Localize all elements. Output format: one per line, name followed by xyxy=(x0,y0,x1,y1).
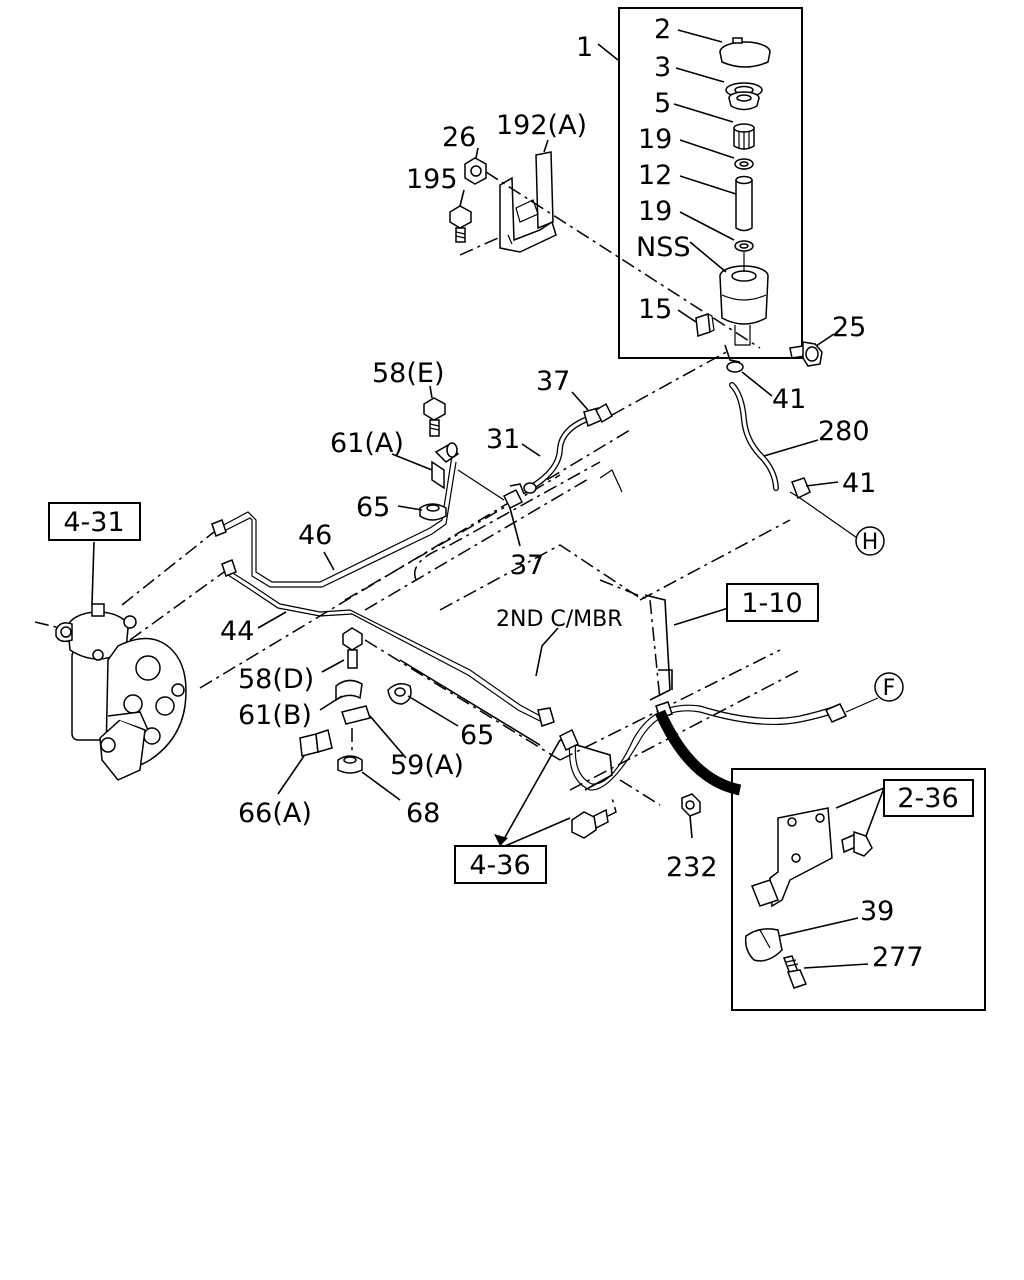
hose-centerline xyxy=(611,349,731,416)
ref-box-2-36-label: 2-36 xyxy=(897,783,958,814)
reservoir-mount-bolt xyxy=(789,341,823,367)
ref-box-4-36-label: 4-36 xyxy=(469,850,530,881)
reservoir-assembly-frame xyxy=(618,7,803,359)
callout-277: 277 xyxy=(872,942,924,973)
callout-66a: 66(A) xyxy=(238,798,312,829)
flange-nut xyxy=(464,157,487,185)
hose-clamp-lower xyxy=(502,483,525,510)
callout-58e: 58(E) xyxy=(372,358,444,389)
callout-65-upper: 65 xyxy=(356,492,390,523)
callout-41-upper: 41 xyxy=(772,384,806,415)
callout-195: 195 xyxy=(406,164,458,195)
callout-15: 15 xyxy=(638,294,672,325)
callout-labels: 1 2 3 5 19 12 19 NSS 15 25 26 192(A) 195… xyxy=(220,14,924,973)
callout-44: 44 xyxy=(220,616,254,647)
callout-2: 2 xyxy=(654,14,671,45)
ref-box-1-10: 1-10 xyxy=(726,583,819,622)
cap-seal xyxy=(728,91,760,111)
connector-f-label: F xyxy=(883,676,896,701)
upper-pipe-clamp xyxy=(419,397,505,521)
filter-ring-top xyxy=(734,158,754,170)
callout-3: 3 xyxy=(654,52,671,83)
callout-61b: 61(B) xyxy=(238,700,312,731)
callout-232: 232 xyxy=(666,852,718,883)
inset-detail-group xyxy=(731,768,986,1011)
reservoir-body xyxy=(719,252,769,346)
reservoir-cap xyxy=(719,37,771,68)
callout-26: 26 xyxy=(442,122,476,153)
supply-hose xyxy=(726,361,861,541)
connector-f: F xyxy=(874,672,904,702)
chassis-frame-lines xyxy=(199,429,801,806)
callout-39: 39 xyxy=(860,896,894,927)
return-pipe xyxy=(129,559,555,727)
filter-ring-bottom xyxy=(734,240,754,252)
callout-192a: 192(A) xyxy=(496,110,587,141)
return-hose xyxy=(523,402,613,494)
ref-box-4-31: 4-31 xyxy=(48,502,141,541)
lower-pipe-clamp xyxy=(299,627,412,774)
callout-280: 280 xyxy=(818,416,870,447)
callout-1: 1 xyxy=(576,32,593,63)
callout-58d: 58(D) xyxy=(238,664,314,695)
cross-member-nut xyxy=(681,793,701,817)
ref-box-2-36: 2-36 xyxy=(883,779,974,817)
ref-box-1-10-label: 1-10 xyxy=(741,588,802,619)
bolt-centerline xyxy=(485,171,761,349)
cross-member-label: 2ND C/MBR xyxy=(496,607,623,632)
callout-19-upper: 19 xyxy=(638,124,672,155)
steering-gear-box xyxy=(34,603,187,781)
callout-61a: 61(A) xyxy=(330,428,404,459)
filter-element xyxy=(735,175,753,232)
callout-12: 12 xyxy=(638,160,672,191)
bracket-bolt xyxy=(449,205,472,243)
filter-nut xyxy=(733,123,755,150)
leader-lines xyxy=(91,29,885,969)
ref-box-4-36: 4-36 xyxy=(454,845,547,884)
callout-37-lower: 37 xyxy=(510,550,544,581)
callout-68: 68 xyxy=(406,798,440,829)
callout-19-lower: 19 xyxy=(638,196,672,227)
ref-box-4-31-label: 4-31 xyxy=(63,507,124,538)
connector-h: H xyxy=(855,526,885,556)
callout-37-upper: 37 xyxy=(536,366,570,397)
reservoir-assembly-group xyxy=(618,7,803,363)
pressure-pipe xyxy=(121,455,457,606)
callout-25: 25 xyxy=(832,312,866,343)
inset-detail-frame xyxy=(731,768,986,1011)
callout-41-lower: 41 xyxy=(842,468,876,499)
reservoir-clip xyxy=(695,312,715,338)
callout-31: 31 xyxy=(486,424,520,455)
callout-65-lower: 65 xyxy=(460,720,494,751)
arrowhead xyxy=(494,834,508,846)
callout-5: 5 xyxy=(654,88,671,119)
lower-hose-to-f xyxy=(559,697,879,796)
cross-member-bolt xyxy=(571,797,617,839)
callout-59a: 59(A) xyxy=(390,750,464,781)
cross-member-body xyxy=(399,594,673,791)
connector-h-label: H xyxy=(862,530,879,555)
callout-nss: NSS xyxy=(636,232,690,263)
reservoir-bracket xyxy=(459,151,557,256)
callout-46: 46 xyxy=(298,520,332,551)
